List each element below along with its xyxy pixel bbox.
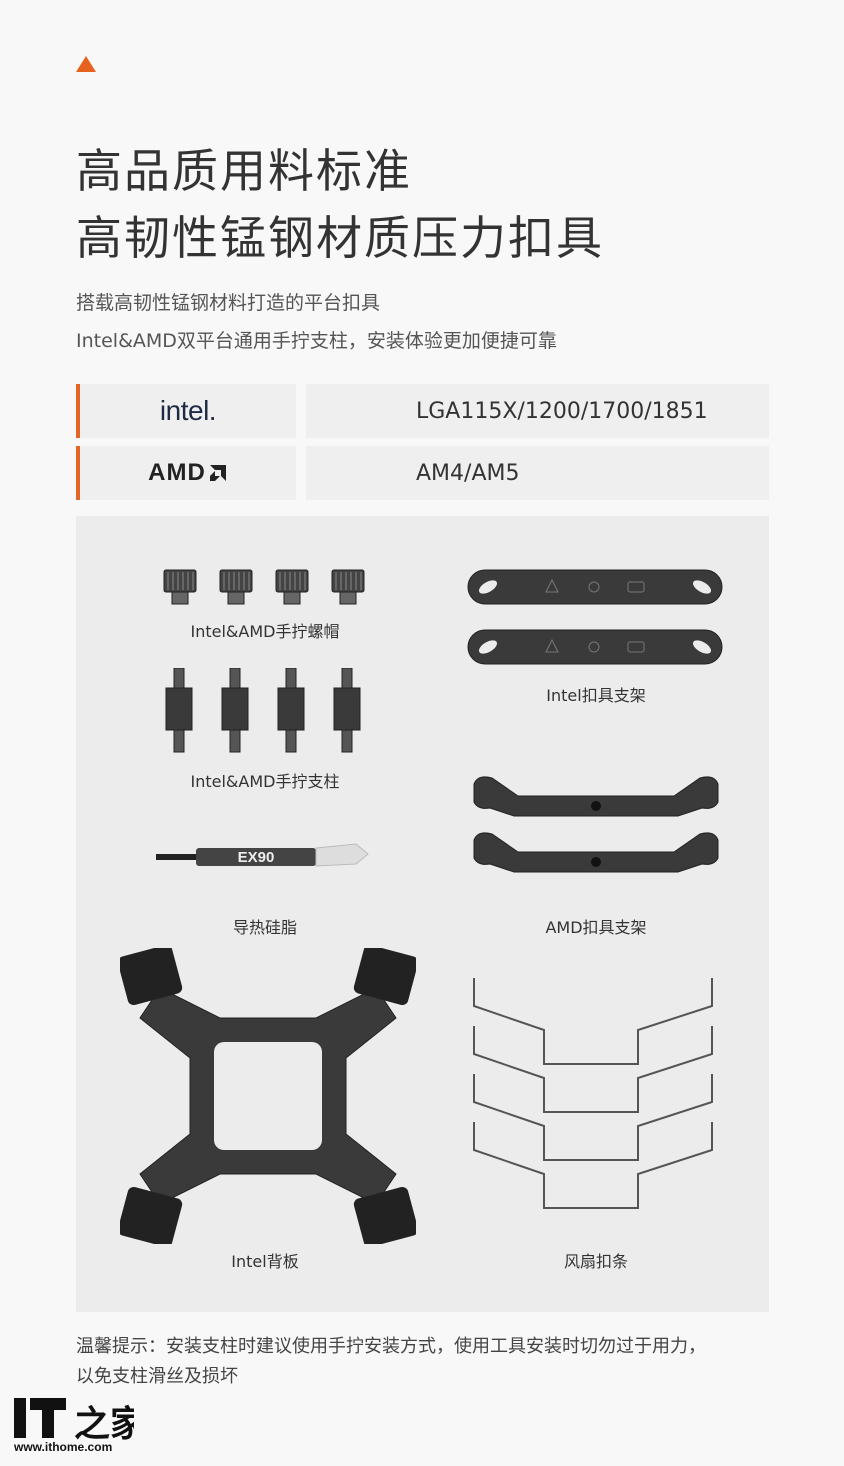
intel-logo-text: intel. (159, 395, 217, 426)
accent-triangle-icon (76, 56, 96, 72)
thumb-nuts-label: Intel&AMD手拧螺帽 (190, 622, 340, 641)
amd-bracket-label: AMD扣具支架 (545, 918, 647, 937)
accessories-panel: Intel&AMD手拧螺帽 Intel扣具支架 (76, 516, 769, 1312)
ithome-logo-text: 之家 (74, 1404, 134, 1445)
intel-backplate-image (120, 948, 416, 1244)
amd-bracket-image (473, 776, 719, 873)
page-title-line2: 高韧性锰钢材质压力扣具 (76, 211, 604, 265)
fan-clips-label: 风扇扣条 (563, 1252, 628, 1271)
ithome-logo: 之家 (14, 1398, 134, 1445)
amd-socket-list: AM4/AM5 (306, 446, 769, 500)
spec-row-amd: AMD AM4/AM5 (76, 446, 769, 500)
tip-line2: 以免支柱滑丝及损坏 (76, 1366, 238, 1387)
thermal-paste-label: 导热硅脂 (232, 918, 297, 937)
amd-arrow-icon (209, 465, 226, 481)
description-line2: Intel&AMD双平台通用手拧支柱，安装体验更加便捷可靠 (76, 330, 557, 352)
thumb-nuts-image (163, 569, 365, 605)
fan-clips-image (473, 978, 713, 1209)
standoffs-image (165, 668, 361, 753)
intel-bracket-label: Intel扣具支架 (546, 686, 646, 705)
intel-backplate-label: Intel背板 (231, 1252, 299, 1271)
description-line1: 搭载高韧性锰钢材料打造的平台扣具 (76, 292, 381, 314)
page-title-line1: 高品质用料标准 (76, 144, 412, 198)
intel-socket-list: LGA115X/1200/1700/1851 (306, 384, 769, 438)
ithome-url: www.ithome.com (14, 1440, 113, 1454)
amd-logo-text: AMD (148, 459, 206, 486)
intel-bracket-image (467, 569, 723, 665)
thermal-paste-brand: EX90 (238, 849, 275, 866)
intel-logo: intel. (76, 384, 296, 438)
spec-row-intel: intel. LGA115X/1200/1700/1851 (76, 384, 769, 438)
tip-line1: 温馨提示：安装支柱时建议使用手拧安装方式，使用工具安装时切勿过于用力， (76, 1336, 706, 1357)
amd-logo: AMD (76, 446, 296, 500)
thermal-paste-image: EX90 (156, 843, 369, 867)
standoffs-label: Intel&AMD手拧支柱 (190, 772, 340, 791)
